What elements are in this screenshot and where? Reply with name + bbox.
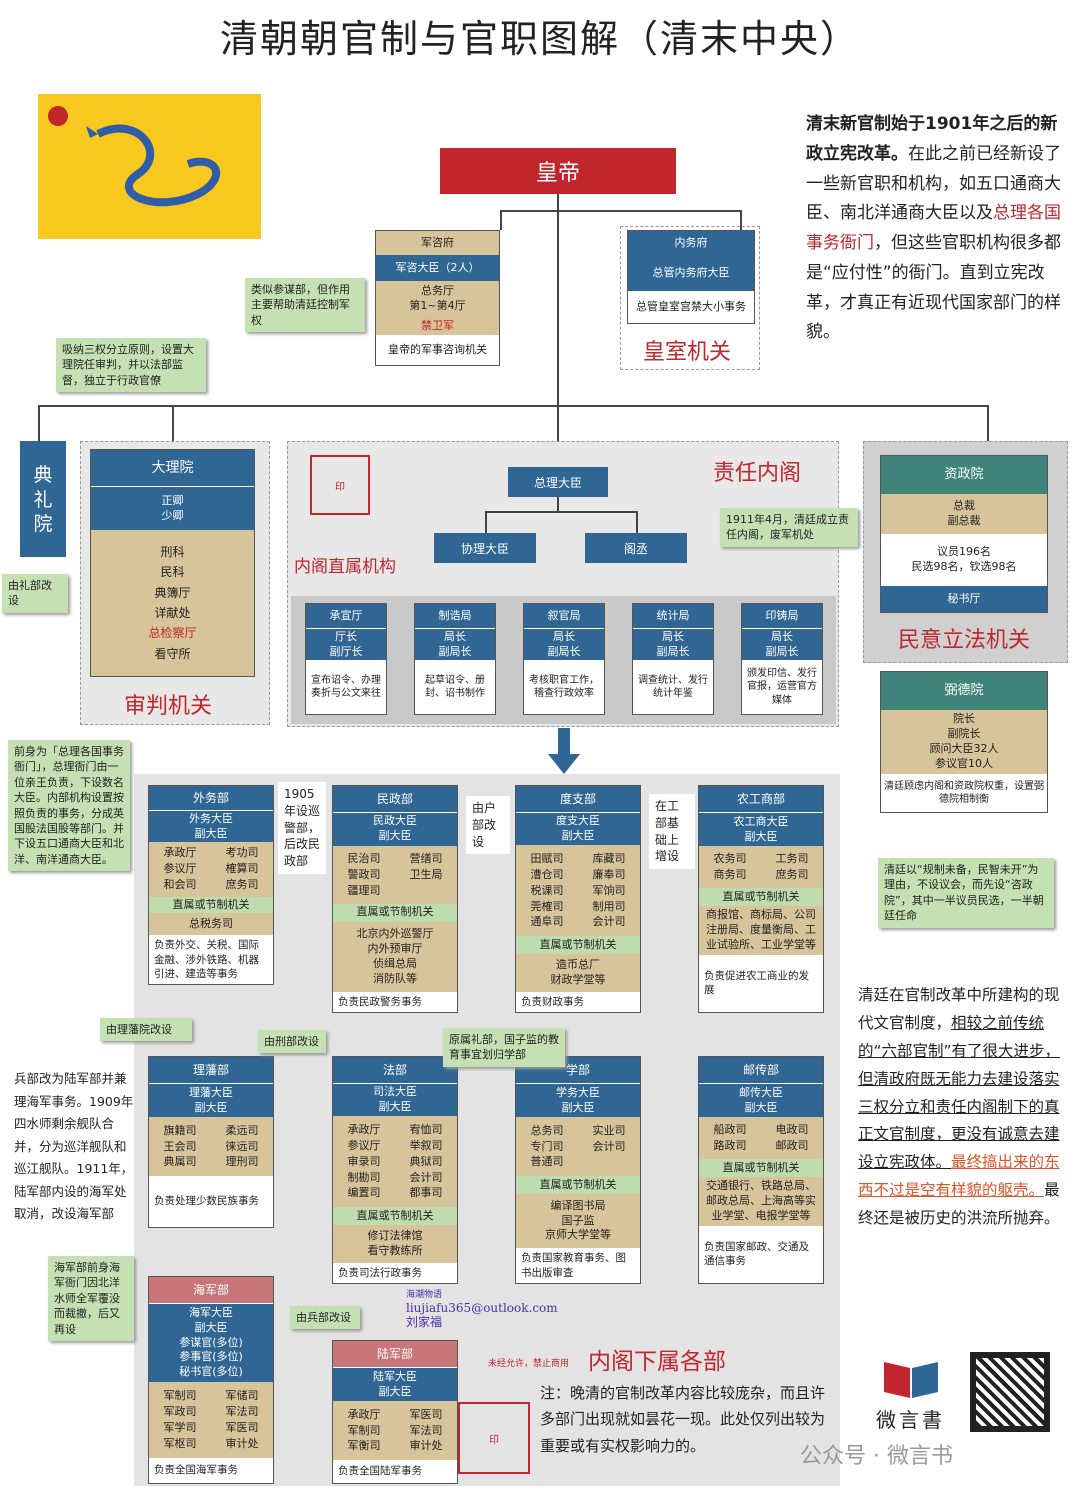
ministry-box: 民政部民政大臣 副大臣民治司 警政司 疆理司营缮司 卫生局直属或节制机关北京内外… [332, 785, 458, 1013]
watermark: 公众号 · 微言书 [800, 1444, 953, 1469]
cabinet-note: 1911年4月，清廷成立责任内阁，废军机处 [720, 508, 858, 547]
duzhi-note: 由户部改设 [466, 796, 510, 855]
cheng-box: 阁丞 [585, 533, 687, 563]
direct-label: 内阁直属机构 [294, 557, 396, 577]
emperor-box: 皇帝 [440, 148, 676, 194]
signature-note: 未经允许，禁止商用 [488, 1359, 570, 1369]
nonggong-note: 在工部基础上增设 [649, 794, 695, 870]
book-logo-icon [880, 1356, 942, 1400]
xue-note: 原属礼部，国子监的教育事宜划归学部 [443, 1028, 565, 1067]
cabinet-unit: 印铸局局长 副局长颁发印信、发行官报，运营官方媒体 [741, 603, 823, 715]
fa-note: 由刑部改设 [258, 1030, 326, 1054]
cabinet-unit: 统计局局长 副局长调查统计、发行统计年鉴 [632, 603, 714, 715]
ministry-box: 外务部外务大臣 副大臣承政厅 参议厅 和会司考功司 榷算司 庶务司直属或节制机关… [148, 785, 274, 985]
seal-icon: 印 [310, 455, 370, 515]
royal-label: 皇室机关 [643, 340, 732, 365]
conclusion: 清廷在官制改革中所建构的现代文官制度，相较之前传统的“六部官制”有了很大进步，但… [858, 986, 1061, 1228]
ministry-box: 农工商部农工商大臣 副大臣农务司 商务司工务司 庶务司直属或节制机关商报馆、商标… [698, 785, 824, 1013]
dianli-note: 由礼部改设 [2, 574, 68, 613]
lifan-note: 由理藩院改设 [100, 1018, 192, 1042]
daliyuan-box: 大理院 正卿 少卿 刑科 民科 典簿厅 详献处总检察厅看守所 [90, 449, 255, 677]
ministry-box: 学部学务大臣 副大臣总务司 专门司 普通司实业司 会计司直属或节制机关编译图书局… [515, 1056, 641, 1284]
ministry-box: 理藩部理藩大臣 副大臣旗籍司 王会司 典属司柔远司 徕远司 理刑司负责处理少数民… [148, 1056, 274, 1228]
haijun-note: 海军部前身海军衙门因北洋水师全军覆没而裁撤，后又再设 [48, 1256, 134, 1341]
seal-stamp-icon: 印 [458, 1402, 530, 1474]
cabinet-unit: 叙官局局长 副局长考核职官工作，稽查行政效率 [523, 603, 605, 715]
ministry-box: 海军部海军大臣 副大臣 参谋官(多位) 参事官(多位) 秘书官(多位)军制司 军… [148, 1276, 274, 1484]
lower-label: 内阁下属各部 [588, 1349, 726, 1375]
neiwu-box: 内务府 总管内务府大臣 总管皇室宫禁大小事务 [627, 230, 755, 324]
cabinet-unit: 承宣厅厅长 副厅长宣布诏令、办理奏折与公文来往 [305, 603, 387, 715]
lujun-note: 由兵部改设 [290, 1306, 360, 1330]
royal-panel [620, 226, 760, 370]
junzi-note: 类似参谋部，但作用主要帮助清廷控制军权 [245, 278, 365, 333]
judicial-label: 审判机关 [124, 694, 213, 719]
ministry-box: 邮传部邮传大臣 副大臣船政司 路政司电政司 邮政司直属或节制机关交通银行、铁路总… [698, 1056, 824, 1284]
signature: 海潮物语 liujiafu365@outlook.com 刘家福 [406, 1290, 558, 1330]
dragon-flag [38, 94, 261, 239]
bide-box: 弼德院 院长 副院长 顾问大臣32人 参议官10人 清廷顾虑内阁和资政院权重，设… [880, 671, 1048, 813]
brand-name: 微言書 [876, 1408, 945, 1432]
ministry-box: 法部司法大臣 副大臣承政厅 参议厅 审录司 制勘司 编置司宥恤司 举叙司 典狱司… [332, 1056, 458, 1284]
qr-code-icon [970, 1352, 1050, 1432]
pm-box: 总理大臣 [508, 467, 608, 497]
intro-text: 清末新官制始于1901年之后的新政立宪改革。在此之前已经新设了一些新官职和机构，… [806, 114, 1061, 343]
waiwu-note: 前身为「总理各国事务衙门」，总理衙门由一位亲王负责，下设数名大臣。内部机构设置按… [8, 740, 130, 872]
dianli-box: 典 礼 院 [20, 441, 66, 557]
bing-note: 兵部改为陆军部并兼理海军事务。1909年四水师剩余舰队合并，分为巡洋舰队和巡江舰… [14, 1071, 134, 1221]
down-arrow-icon [548, 728, 580, 776]
ministry-box: 陆军部陆军大臣 副大臣承政厅 军制司 军衡司军医司 军法司 审计处负责全国陆军事… [332, 1340, 458, 1484]
page-title: 清朝朝官制与官职图解（清末中央） [219, 17, 860, 61]
junzi-box: 军咨府 军咨大臣（2人） 总务厅 第1~第4厅 禁卫军 皇帝的军事咨询机关 [375, 230, 500, 366]
cabinet-unit: 制诰局局长 副局长起草诏令、册封、诏书制作 [414, 603, 496, 715]
bide-note: 清廷以“规制未备，民智未开”为理由，不设议会，而先设“咨政院”，其中一半议员民选… [878, 858, 1054, 928]
ministry-box: 度支部度支大臣 副大臣田赋司 漕仓司 税课司 莞榷司 通阜司库藏司 廉奉司 军饷… [515, 785, 641, 1013]
legislative-label: 民意立法机关 [898, 628, 1031, 653]
daliyuan-note: 吸纳三权分立原则，设置大理院任审判，并以法部监督，独立于行政官僚 [56, 338, 206, 393]
vice-pm-box: 协理大臣 [434, 533, 536, 563]
dragon-icon [48, 106, 221, 207]
cabinet-label: 责任内阁 [713, 461, 802, 486]
remark: 注：晚清的官制改革内容比较庞杂，而且许多部门出现就如昙花一现。此处仅列出较为重要… [540, 1384, 826, 1455]
zizheng-box: 资政院 总裁 副总裁 议员196名 民选98名，钦选98名 秘书厅 [880, 455, 1048, 613]
minzheng-note: 1905年设巡警部，后改民政部 [278, 782, 326, 874]
